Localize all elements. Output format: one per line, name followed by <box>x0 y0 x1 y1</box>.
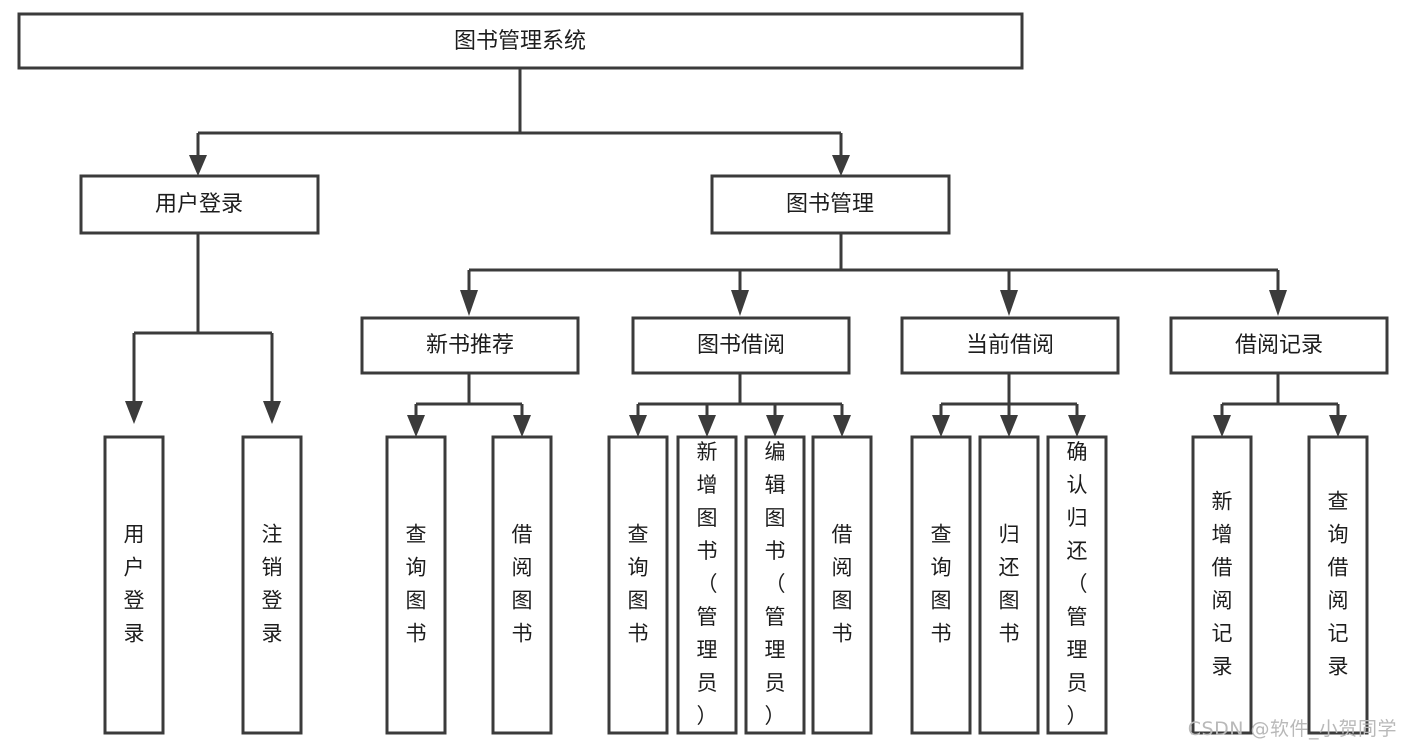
leaf-node[interactable]: 查询图书 <box>385 435 447 735</box>
arrowhead-borrow-lend <box>833 415 851 437</box>
node-book-management[interactable]: 图书管理 <box>710 174 951 235</box>
root-box[interactable] <box>17 12 1024 70</box>
leaf-label-logout: 注销登录 <box>262 523 283 646</box>
leaf-label-confirm-return-admin: 确认归还（管理员） <box>1067 440 1088 728</box>
arrowhead-leaf-logout <box>263 401 281 424</box>
leaf-label-new-borrow-book: 借阅图书 <box>512 523 533 646</box>
leaf-box-add-book-admin[interactable] <box>676 435 738 735</box>
leaf-label-query-borrow-record: 查询借阅记录 <box>1328 490 1349 679</box>
arrowhead-borrow-add <box>698 415 716 437</box>
arrowhead-borrow-edit <box>766 415 784 437</box>
leaf-box-new-query-book[interactable] <box>385 435 447 735</box>
leaf-box-confirm-return-admin[interactable] <box>1046 435 1108 735</box>
arrowhead-current-borrow <box>1000 290 1018 316</box>
arrowhead-new-book <box>460 290 478 316</box>
user-login-label: 用户登录 <box>155 192 243 217</box>
new-book-recommend-box[interactable] <box>360 316 580 375</box>
leaf-node[interactable]: 查询图书 <box>607 435 669 735</box>
leaf-label-add-book-admin: 新增图书（管理员） <box>697 440 718 728</box>
current-borrow-box[interactable] <box>900 316 1120 375</box>
leaf-box-query-borrow-record[interactable] <box>1307 435 1369 735</box>
arrowhead-record-add <box>1213 415 1231 437</box>
leaf-box-edit-book-admin[interactable] <box>744 435 806 735</box>
node-book-borrow[interactable]: 图书借阅 <box>631 316 851 375</box>
leaf-node[interactable]: 查询借阅记录 <box>1307 435 1369 735</box>
leaf-node[interactable]: 归还图书 <box>978 435 1040 735</box>
leaf-box-new-borrow-book[interactable] <box>491 435 553 735</box>
connector-layer <box>125 68 1347 437</box>
leaf-node[interactable]: 查询图书 <box>910 435 972 735</box>
leaf-box-borrow-query-book[interactable] <box>607 435 669 735</box>
root-label: 图书管理系统 <box>454 29 586 54</box>
leaf-box-logout[interactable] <box>241 435 303 735</box>
borrow-record-box[interactable] <box>1169 316 1389 375</box>
node-root[interactable]: 图书管理系统 <box>17 12 1024 70</box>
leaf-node[interactable]: 编辑图书（管理员） <box>744 435 806 735</box>
arrowhead-user-login <box>189 155 207 176</box>
leaf-node[interactable]: 注销登录 <box>241 435 303 735</box>
leaf-label-new-query-book: 查询图书 <box>406 523 427 646</box>
book-borrow-box[interactable] <box>631 316 851 375</box>
leaf-node[interactable]: 借阅图书 <box>491 435 553 735</box>
arrowhead-borrow-record <box>1269 290 1287 316</box>
leaf-node[interactable]: 新增借阅记录 <box>1191 435 1253 735</box>
leaf-label-add-borrow-record: 新增借阅记录 <box>1212 490 1233 679</box>
arrowhead-current-query <box>932 415 950 437</box>
arrowhead-record-query <box>1329 415 1347 437</box>
leaf-box-current-query-book[interactable] <box>910 435 972 735</box>
arrowhead-book-borrow <box>731 290 749 316</box>
leaf-label-user-login: 用户登录 <box>124 523 145 646</box>
leaf-label-current-query-book: 查询图书 <box>931 523 952 646</box>
leaf-box-return-book[interactable] <box>978 435 1040 735</box>
leaf-label-borrow-lend-book: 借阅图书 <box>832 523 853 646</box>
arrowhead-new-query <box>407 415 425 437</box>
node-current-borrow[interactable]: 当前借阅 <box>900 316 1120 375</box>
leaf-box-add-borrow-record[interactable] <box>1191 435 1253 735</box>
arrowhead-leaf-user-login <box>125 401 143 424</box>
arrowhead-book-mgmt <box>832 155 850 176</box>
leaf-box-borrow-lend-book[interactable] <box>811 435 873 735</box>
borrow-record-label: 借阅记录 <box>1235 333 1323 358</box>
arrowhead-current-return <box>1000 415 1018 437</box>
leaf-box-user-login[interactable] <box>103 435 165 735</box>
leaf-node[interactable]: 确认归还（管理员） <box>1046 435 1108 735</box>
node-new-book-recommend[interactable]: 新书推荐 <box>360 316 580 375</box>
node-borrow-record[interactable]: 借阅记录 <box>1169 316 1389 375</box>
leaf-label-borrow-query-book: 查询图书 <box>628 523 649 646</box>
book-management-label: 图书管理 <box>786 192 874 217</box>
book-management-box[interactable] <box>710 174 951 235</box>
leaf-label-edit-book-admin: 编辑图书（管理员） <box>765 440 786 728</box>
leaf-node[interactable]: 用户登录 <box>103 435 165 735</box>
leaf-label-return-book: 归还图书 <box>999 523 1020 646</box>
leaf-node[interactable]: 新增图书（管理员） <box>676 435 738 735</box>
new-book-recommend-label: 新书推荐 <box>426 333 514 358</box>
arrowhead-current-confirm <box>1068 415 1086 437</box>
arrowhead-new-borrow <box>513 415 531 437</box>
arrowhead-borrow-query <box>629 415 647 437</box>
node-user-login[interactable]: 用户登录 <box>79 174 320 235</box>
book-borrow-label: 图书借阅 <box>697 333 785 358</box>
current-borrow-label: 当前借阅 <box>966 333 1054 358</box>
user-login-box[interactable] <box>79 174 320 235</box>
leaf-node[interactable]: 借阅图书 <box>811 435 873 735</box>
